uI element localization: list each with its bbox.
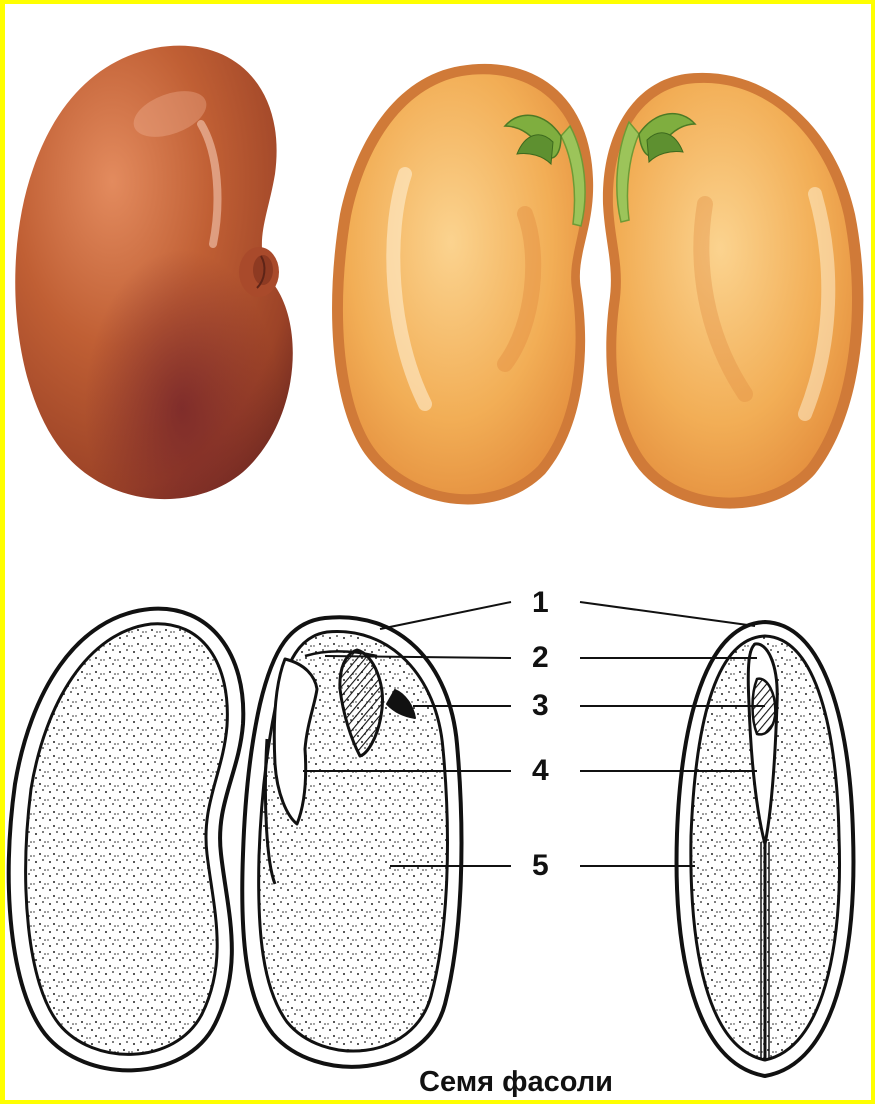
label-4: 4: [532, 756, 549, 786]
opened-bean-seed: [332, 64, 863, 509]
diagram-middle-seed: [242, 617, 461, 1067]
label-1: 1: [532, 588, 549, 618]
whole-bean-seed: [15, 46, 293, 499]
diagram-caption: Семя фасоли: [419, 1066, 613, 1098]
diagram-left-cotyledon: [9, 609, 244, 1071]
label-3: 3: [532, 691, 549, 721]
bean-seed-cross-section-diagram: [9, 602, 854, 1076]
label-2: 2: [532, 643, 549, 673]
bean-seed-illustration: [5, 4, 871, 1100]
diagram-right-seed: [677, 622, 854, 1076]
diagram-canvas: 1 2 3 4 5 Семя фасоли: [5, 4, 871, 1100]
label-5: 5: [532, 851, 549, 881]
